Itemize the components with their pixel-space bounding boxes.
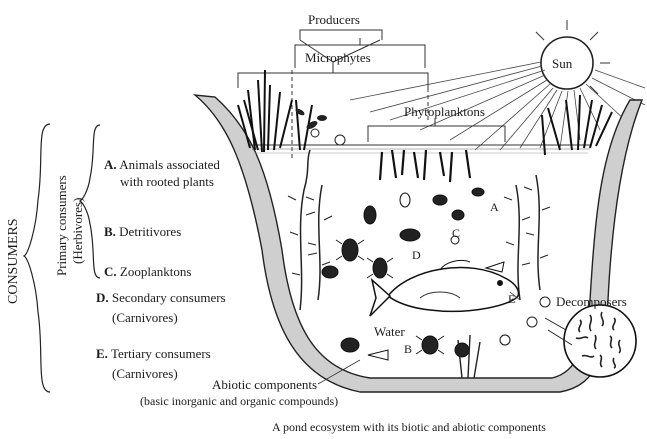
pond-letter-a: A: [490, 200, 499, 215]
decomposers-label: Decomposers: [556, 294, 627, 309]
phytoplanktons: [380, 150, 470, 182]
herbivores-label: (Herbivores): [70, 198, 86, 264]
pond-letter-b: B: [404, 342, 412, 357]
producers-label: Producers: [308, 12, 360, 27]
rooted-plants-right: [542, 95, 612, 155]
microphytes-label: Microphytes: [305, 50, 371, 65]
legend-item-e: E. Tertiary consumers: [96, 346, 211, 361]
figure-caption: A pond ecosystem with its biotic and abi…: [272, 420, 546, 435]
legend-item-b: B. Detritivores: [104, 224, 181, 239]
decomposers-icon: [527, 297, 636, 377]
sun-label: Sun: [552, 56, 572, 71]
abiotic-label: Abiotic components: [212, 377, 317, 392]
pond-letter-c: C: [452, 226, 460, 241]
legend-item-d-line2: (Carnivores): [112, 310, 178, 325]
water-label: Water: [374, 324, 405, 339]
phytoplanktons-label: Phytoplanktons: [404, 104, 485, 119]
primary-consumers-label: Primary consumers: [54, 175, 70, 276]
consumers-label: CONSUMERS: [6, 218, 22, 304]
producers-bracket: [238, 30, 505, 160]
legend-item-c: C. Zooplanktons: [104, 264, 191, 279]
legend-item-e-line2: (Carnivores): [112, 366, 178, 381]
sun-icon: [350, 20, 645, 150]
leaf-shapes-left: [294, 107, 345, 145]
pond-letter-e: E: [508, 292, 515, 307]
abiotic-sublabel: (basic inorganic and organic compounds): [140, 394, 338, 409]
pond-letter-d: D: [412, 248, 421, 263]
legend-item-a: A. Animals associated: [104, 157, 220, 172]
legend-item-d: D. Secondary consumers: [96, 290, 226, 305]
legend-item-a-line2: with rooted plants: [120, 174, 214, 189]
